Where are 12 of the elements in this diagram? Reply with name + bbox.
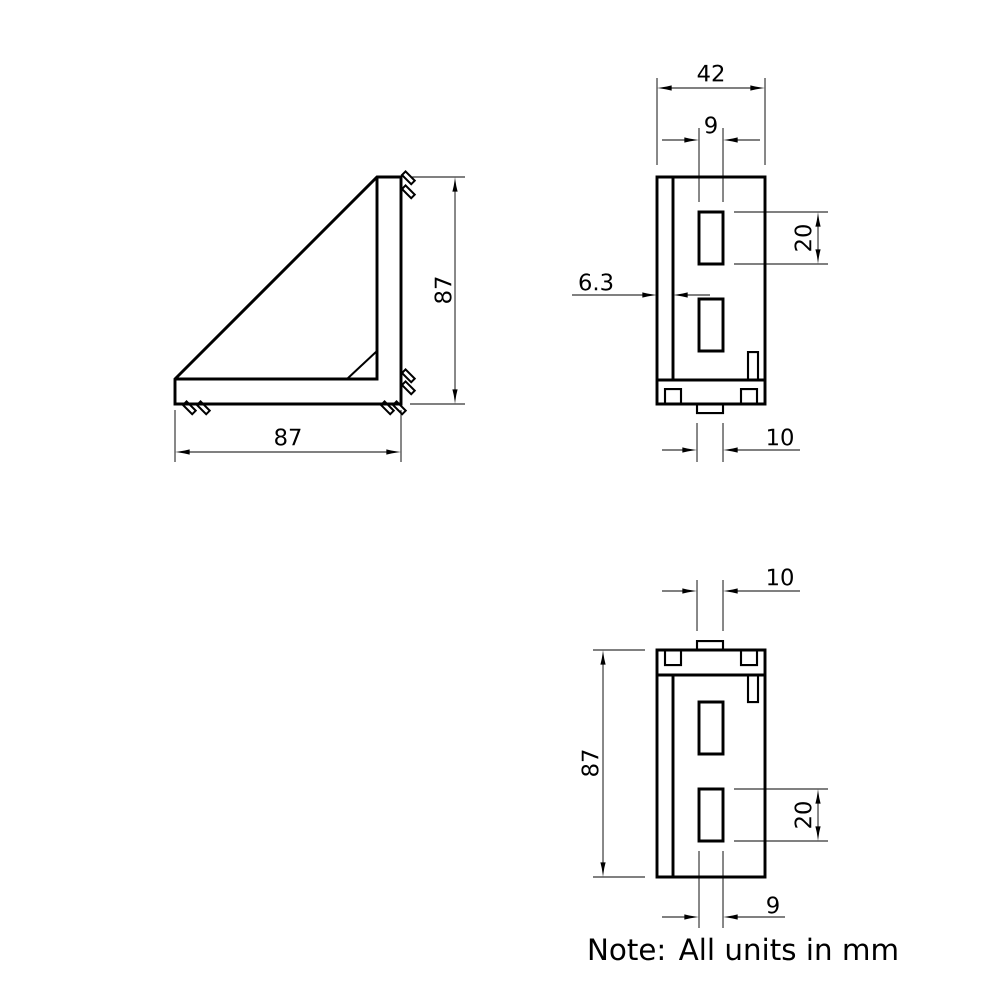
- dimension-label: 10: [768, 568, 793, 586]
- dimension-label: 87: [275, 428, 300, 446]
- dimension-label: 87: [581, 750, 599, 776]
- dimension-label: 20: [794, 225, 812, 251]
- note-text: Note: All units in mm: [590, 938, 897, 960]
- dimension-label: 9: [705, 116, 717, 134]
- dimension-label: 9: [767, 896, 779, 914]
- dimension-label: 42: [698, 64, 724, 82]
- dimension-label: 87: [434, 278, 452, 303]
- dimension-label: 20: [794, 802, 812, 828]
- dimension-label: 6.3: [580, 273, 612, 291]
- dimension-label: 10: [768, 428, 793, 446]
